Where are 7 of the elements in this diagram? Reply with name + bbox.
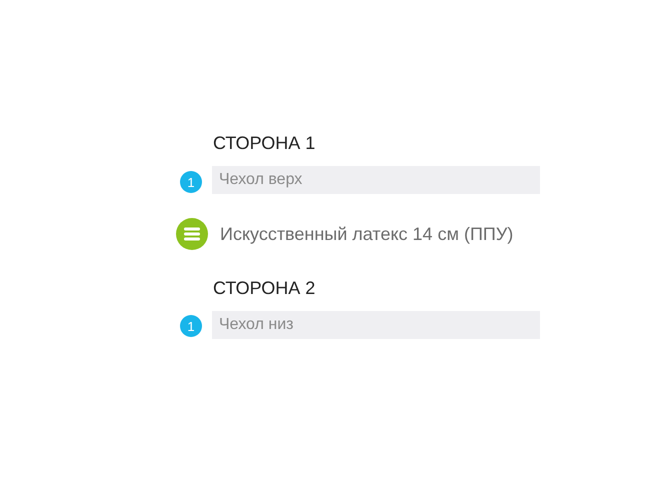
number-badge: 1 [180, 315, 202, 337]
layer-description: Искусственный латекс 14 см (ППУ) [220, 223, 514, 246]
number-badge: 1 [180, 171, 202, 193]
section-heading: СТОРОНА 1 [213, 132, 316, 154]
section-heading: СТОРОНА 2 [213, 277, 316, 299]
layer-bar: Чехол низ [212, 311, 540, 339]
layer-bar: Чехол верх [212, 166, 540, 194]
